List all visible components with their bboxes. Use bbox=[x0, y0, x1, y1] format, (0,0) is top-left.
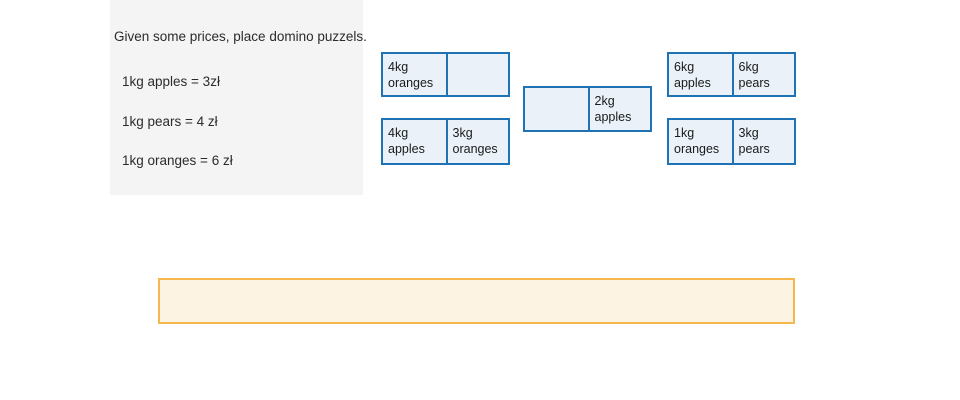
domino-quantity: 6kg bbox=[674, 60, 695, 74]
answer-drop-area[interactable] bbox=[158, 278, 795, 324]
domino-tile[interactable]: 1kg oranges 3kg pears bbox=[667, 118, 796, 165]
domino-half-right[interactable]: 2kg apples bbox=[587, 88, 650, 130]
domino-quantity: 1kg bbox=[674, 126, 695, 140]
domino-tile[interactable]: 2kg apples bbox=[523, 86, 652, 132]
domino-item: pears bbox=[738, 76, 770, 90]
domino-quantity: 3kg bbox=[738, 126, 759, 140]
domino-half-left[interactable]: 6kg apples bbox=[669, 54, 732, 95]
domino-quantity: 6kg bbox=[738, 60, 759, 74]
prompt-panel: Given some prices, place domino puzzels.… bbox=[110, 0, 367, 195]
domino-half-right[interactable]: 6kg pears bbox=[731, 54, 794, 95]
domino-quantity: 3kg bbox=[452, 126, 473, 140]
domino-half-right[interactable] bbox=[445, 54, 508, 95]
domino-item: apples bbox=[594, 110, 632, 124]
price-line-oranges: 1kg oranges = 6 zł bbox=[122, 153, 233, 168]
domino-half-left[interactable]: 4kg oranges bbox=[383, 54, 446, 95]
domino-tile[interactable]: 4kg apples 3kg oranges bbox=[381, 118, 510, 165]
domino-item: oranges bbox=[674, 142, 720, 156]
domino-quantity: 2kg bbox=[594, 94, 615, 108]
domino-half-left[interactable] bbox=[525, 88, 588, 130]
page-title: Given some prices, place domino puzzels. bbox=[114, 29, 367, 44]
domino-item: oranges bbox=[452, 142, 498, 156]
domino-half-right[interactable]: 3kg pears bbox=[731, 120, 794, 163]
domino-tile[interactable]: 6kg apples 6kg pears bbox=[667, 52, 796, 97]
domino-quantity: 4kg bbox=[388, 126, 409, 140]
domino-tile[interactable]: 4kg oranges bbox=[381, 52, 510, 97]
domino-item: oranges bbox=[388, 76, 434, 90]
domino-item: apples bbox=[388, 142, 425, 156]
domino-quantity: 4kg bbox=[388, 60, 409, 74]
domino-half-right[interactable]: 3kg oranges bbox=[445, 120, 508, 163]
domino-item: apples bbox=[674, 76, 711, 90]
price-line-pears: 1kg pears = 4 zł bbox=[122, 114, 218, 129]
price-line-apples: 1kg apples = 3zł bbox=[122, 74, 220, 89]
domino-half-left[interactable]: 1kg oranges bbox=[669, 120, 732, 163]
domino-item: pears bbox=[738, 142, 770, 156]
domino-half-left[interactable]: 4kg apples bbox=[383, 120, 446, 163]
